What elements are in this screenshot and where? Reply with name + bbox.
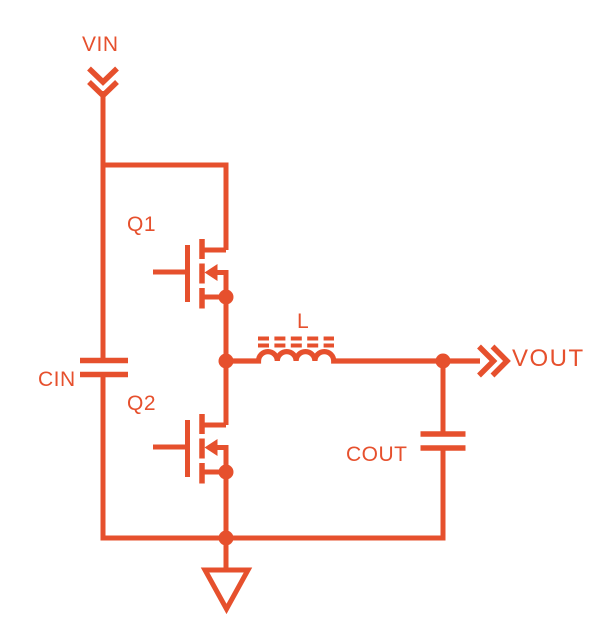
inductor-core-dashes — [258, 336, 334, 348]
vin-label: VIN — [82, 33, 119, 56]
inductor-label: L — [297, 310, 310, 333]
inductor-symbol — [226, 336, 480, 364]
chevron-right-double-icon — [477, 344, 511, 378]
q2-label: Q2 — [127, 392, 157, 415]
wire-top-rail — [103, 162, 229, 250]
q1-gate — [153, 245, 190, 302]
q2-mosfet-symbol — [153, 414, 234, 484]
cin-plates — [80, 357, 128, 378]
q1-label: Q1 — [127, 213, 157, 236]
q2-gate — [153, 420, 190, 477]
cout-capacitor-symbol — [420, 361, 466, 451]
cout-plates — [420, 431, 466, 451]
vout-label: VOUT — [512, 345, 585, 372]
q2-body-lead — [214, 445, 229, 472]
ground-symbol — [200, 538, 253, 615]
ground-triangle-icon — [200, 567, 253, 615]
q1-body-arrow-icon — [204, 264, 218, 281]
q1-body-lead — [214, 270, 229, 297]
q1-mosfet-symbol — [153, 239, 234, 309]
inductor-coil — [226, 349, 480, 364]
cin-label: CIN — [38, 368, 76, 391]
cout-label: COUT — [346, 443, 408, 466]
q2-body-arrow-icon — [204, 439, 218, 456]
cin-capacitor-symbol — [80, 357, 128, 378]
wire-ground-rail — [100, 377, 446, 541]
vout-terminal — [477, 344, 511, 378]
